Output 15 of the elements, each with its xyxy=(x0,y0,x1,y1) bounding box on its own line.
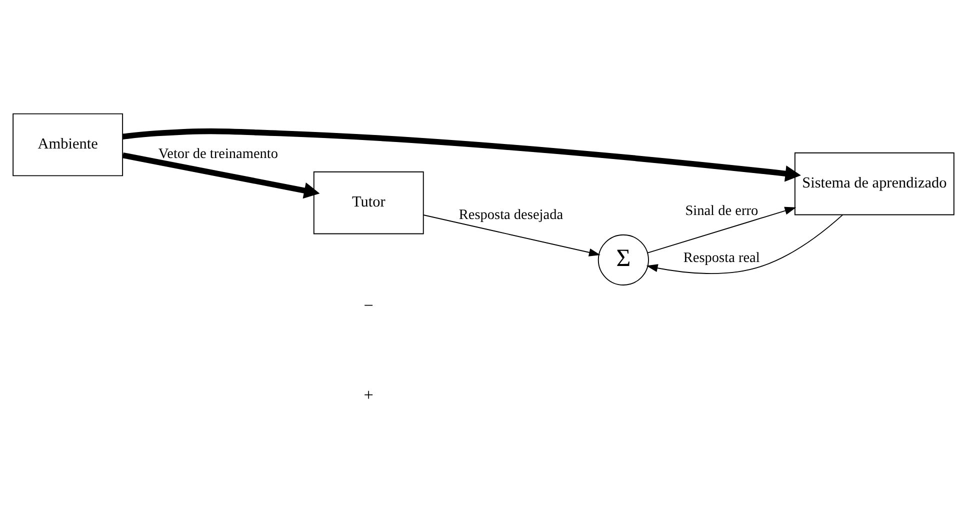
edge-label: Resposta desejada xyxy=(458,206,564,222)
label: + xyxy=(364,384,374,404)
edge-label: Resposta real xyxy=(683,249,760,266)
node-circle: Σ xyxy=(598,234,649,285)
node-box: Tutor xyxy=(313,170,424,234)
arrow xyxy=(646,206,796,253)
edge-label: Vetor de treinamento xyxy=(158,146,278,162)
arrow xyxy=(423,214,600,256)
edge-label: Sinal de erro xyxy=(685,202,758,219)
arrow xyxy=(646,214,844,274)
arrow xyxy=(122,152,320,198)
node-box: Ambiente xyxy=(12,112,124,176)
arrow xyxy=(122,128,801,182)
label: − xyxy=(364,295,374,314)
node-box: Sistema de aprendizado xyxy=(794,152,954,215)
